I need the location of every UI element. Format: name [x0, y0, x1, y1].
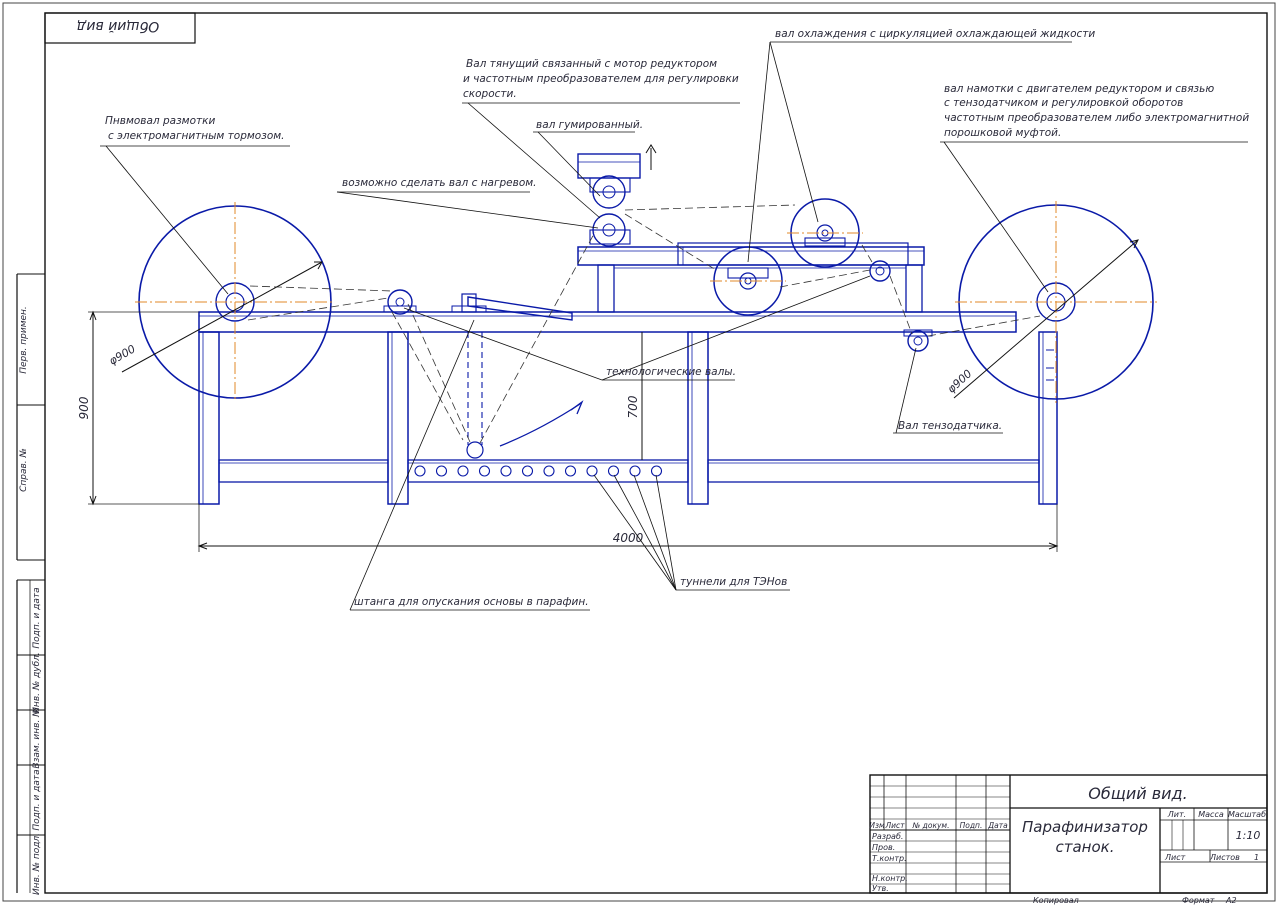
cooling-roller-upper	[787, 198, 863, 268]
strip-label-0: Перв. примен.	[19, 306, 29, 374]
head-list: Лист	[884, 821, 905, 830]
pull-roller-assembly	[577, 144, 657, 247]
callout-winding-1: вал намотки с двигателем редуктором и св…	[944, 83, 1214, 95]
callout-heating: возможно сделать вал с нагревом.	[342, 177, 537, 189]
callout-winding-3: частотным преобразователем либо электром…	[944, 112, 1249, 124]
label-lit: Лит.	[1167, 810, 1186, 819]
callout-pull-3: скорости.	[463, 88, 517, 100]
head-doc: № докум.	[912, 821, 950, 830]
role-4: Утв.	[872, 884, 889, 893]
tunnel-hole	[650, 465, 663, 477]
strip-label-3: Инв. № дубл.	[32, 652, 42, 714]
tech-roller-left	[383, 289, 417, 315]
value-sheets: 1	[1254, 853, 1259, 862]
dim-dia-right: φ900	[945, 367, 975, 396]
callout-unwind-2: с электромагнитным тормозом.	[108, 130, 285, 142]
tunnel-hole	[457, 465, 469, 477]
label-sheet: Лист	[1164, 853, 1186, 862]
value-scale: 1:10	[1236, 829, 1261, 842]
dimensions: 900 700 4000 φ900 φ900	[77, 239, 1139, 552]
drawing-frame	[44, 12, 1268, 894]
label-scale: Масштаб	[1228, 810, 1266, 819]
callout-tension: Вал тензодатчика.	[898, 420, 1002, 432]
role-2: Т.контр.	[872, 854, 907, 863]
label-sheets: Листов	[1209, 853, 1240, 862]
cooling-roller-lower	[710, 246, 786, 316]
callout-cooling: вал охлаждения с циркуляцией охлаждающей…	[775, 28, 1095, 40]
tunnel-hole	[478, 465, 491, 477]
callout-pull-1: Вал тянущий связанный с мотор редуктором	[466, 58, 717, 70]
callout-unwind-1: Пнвмовал размотки	[105, 115, 215, 127]
title-block	[869, 774, 1268, 894]
leaders	[100, 41, 1248, 611]
dim-length: 4000	[613, 531, 644, 545]
tunnel-hole	[435, 465, 448, 477]
label-format: Формат	[1182, 896, 1215, 905]
role-3: Н.контр.	[872, 874, 908, 883]
tunnel-hole	[586, 465, 598, 477]
tunnel-hole	[414, 465, 426, 477]
winding-roll	[955, 201, 1157, 403]
callout-tunnels: туннели для ТЭНов	[680, 576, 787, 588]
top-stamp-text: Общий вид	[77, 18, 160, 34]
tunnel-hole	[564, 465, 577, 477]
machine-frame	[198, 311, 1058, 505]
title-name-2: станок.	[1056, 838, 1115, 856]
dim-inner: 700	[626, 395, 640, 418]
dim-dia-left: φ900	[107, 342, 138, 367]
dim-height: 900	[77, 396, 91, 419]
role-1: Пров.	[872, 843, 895, 852]
tunnel-hole	[500, 465, 512, 477]
head-izm: Изм	[869, 821, 885, 830]
strip-label-2: Подп. и дата	[32, 587, 42, 648]
callout-tech: технологические валы.	[606, 366, 736, 378]
label-copied: Копировал	[1033, 896, 1079, 905]
callout-pull-2: и частотным преобразователем для регулир…	[463, 73, 739, 85]
label-mass: Масса	[1198, 810, 1224, 819]
unwind-roll	[135, 202, 335, 402]
top-stamp: Общий вид	[44, 12, 196, 44]
callouts: Пнвмовал размотки с электромагнитным тор…	[105, 28, 1249, 608]
title-block-text: Общий вид. Парафинизатор станок. Изм Лис…	[869, 784, 1266, 905]
strip-label-1: Справ. №	[19, 448, 29, 492]
upper-frame	[577, 242, 925, 313]
tension-roller	[903, 329, 933, 352]
title-name-1: Парафинизатор	[1022, 818, 1148, 836]
dipping-lever	[451, 293, 584, 459]
role-0: Разраб.	[872, 832, 903, 841]
strip-label-6: Инв. № подл.	[32, 833, 42, 895]
callout-winding-4: порошковой муфтой.	[944, 127, 1061, 139]
title-view: Общий вид.	[1088, 784, 1187, 803]
callout-winding-2: с тензодатчиком и регулировкой оборотов	[944, 97, 1183, 109]
strip-label-4: Взам. инв. №	[32, 707, 42, 768]
head-date: Дата	[987, 821, 1008, 830]
value-format: А2	[1225, 896, 1237, 905]
web-path	[247, 204, 1041, 444]
side-strip: Перв. примен. Справ. № Подп. и дата Инв.…	[16, 273, 45, 895]
tunnel-hole	[521, 465, 534, 477]
callout-rubber: вал гумированный.	[536, 119, 643, 131]
strip-label-5: Подп. и дата	[32, 769, 42, 830]
tunnel-hole	[607, 465, 620, 477]
heater-tunnels	[414, 465, 663, 477]
head-sign: Подп.	[960, 821, 983, 830]
tunnel-hole	[543, 465, 555, 477]
tech-roller-right	[869, 260, 891, 282]
tunnel-hole	[629, 465, 641, 477]
callout-rod: штанга для опускания основы в парафин.	[354, 596, 589, 608]
